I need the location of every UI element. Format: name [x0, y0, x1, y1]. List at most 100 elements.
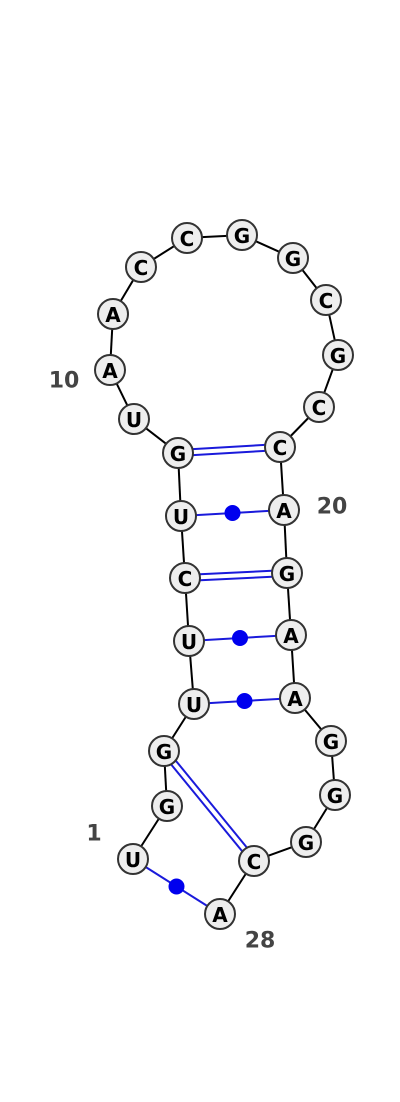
nucleotide-letter: C — [180, 227, 195, 251]
nucleotide-letter: G — [298, 831, 314, 855]
nucleotide-13: C — [171, 222, 203, 254]
backbone-link-2-3 — [163, 765, 168, 792]
backbone-link-4-5 — [189, 655, 194, 690]
nucleotide-7: U — [165, 500, 197, 532]
nucleotide-circle — [310, 284, 342, 316]
nucleotide-letter: C — [312, 396, 327, 420]
nucleotide-letter: U — [173, 505, 189, 529]
backbone-link-5-6 — [184, 592, 190, 627]
nucleotide-circle — [264, 431, 296, 463]
nucleotide-12: C — [125, 251, 157, 283]
wobble-dot — [236, 693, 253, 709]
pair-line-2 — [175, 760, 248, 849]
nucleotide-letter: C — [178, 567, 193, 591]
nucleotide-23: A — [279, 682, 311, 714]
nucleotide-1: U — [117, 843, 149, 875]
nucleotide-letter: A — [287, 687, 303, 711]
nucleotide-4: U — [178, 688, 210, 720]
nucleotide-letter: U — [126, 408, 142, 432]
backbone-link-14-15 — [255, 240, 280, 253]
nucleotide-circle — [151, 790, 183, 822]
nucleotide-circle — [169, 562, 201, 594]
nucleotide-10: A — [94, 354, 126, 386]
base-pair-5-22 — [203, 630, 277, 646]
nucleotide-circle — [178, 688, 210, 720]
nucleotide-circle — [319, 779, 351, 811]
nucleotide-19: C — [264, 431, 296, 463]
nucleotide-14: G — [226, 219, 258, 251]
nucleotide-2: G — [151, 790, 183, 822]
backbone-link-9-10 — [115, 383, 129, 406]
nucleotide-letter: G — [327, 784, 343, 808]
nucleotide-circle — [268, 494, 300, 526]
backbone-link-18-19 — [289, 417, 310, 437]
backbone-link-27-28 — [227, 873, 247, 902]
nucleotide-letter: G — [285, 247, 301, 271]
nucleotide-24: G — [315, 725, 347, 757]
backbone-link-10-11 — [109, 328, 114, 356]
nucleotide-11: A — [97, 298, 129, 330]
nucleotide-26: G — [290, 826, 322, 858]
wobble-dot — [168, 878, 185, 895]
base-pair-4-23 — [208, 693, 281, 709]
backbone-link-11-12 — [119, 279, 135, 302]
nucleotide-circle — [271, 557, 303, 589]
nucleotide-circle — [290, 826, 322, 858]
nucleotide-letter: G — [170, 442, 186, 466]
backbone-link-13-14 — [201, 234, 228, 239]
nucleotide-3: G — [148, 735, 180, 767]
backbone-link-15-16 — [301, 269, 318, 289]
nucleotide-28: A — [204, 898, 236, 930]
nucleotide-circle — [125, 251, 157, 283]
nucleotide-letter: C — [247, 850, 262, 874]
nucleotide-15: G — [277, 242, 309, 274]
nucleotide-9: U — [118, 403, 150, 435]
backbone-link-16-17 — [328, 314, 336, 341]
backbone-link-6-7 — [180, 530, 186, 564]
index-label-10: 10 — [49, 369, 80, 394]
nucleotide-letter: G — [156, 740, 172, 764]
nucleotide-letter: C — [134, 256, 149, 280]
backbone-link-24-25 — [331, 755, 335, 781]
nucleotide-circle — [117, 843, 149, 875]
nucleotide-letter: A — [212, 903, 228, 927]
nucleotide-circle — [277, 242, 309, 274]
index-label-20: 20 — [317, 495, 348, 520]
index-label-28: 28 — [245, 929, 276, 954]
nucleotide-20: A — [268, 494, 300, 526]
backbone-layer — [109, 234, 336, 902]
backbone-link-8-9 — [145, 427, 167, 445]
nucleotide-letter: A — [105, 303, 121, 327]
nucleotide-6: C — [169, 562, 201, 594]
backbone-link-12-13 — [153, 245, 175, 260]
backbone-link-23-24 — [303, 708, 323, 731]
nucleotide-circle — [148, 735, 180, 767]
nucleotide-circle — [322, 339, 354, 371]
nucleotide-letter: G — [159, 795, 175, 819]
base-pair-6-21 — [199, 569, 273, 582]
backbone-link-19-20 — [279, 461, 285, 496]
pair-line-1 — [170, 763, 243, 852]
backbone-link-1-2 — [140, 818, 160, 847]
backbone-link-25-26 — [313, 807, 328, 830]
nucleotide-circle — [279, 682, 311, 714]
backbone-link-7-8 — [177, 467, 182, 502]
pair-line-2 — [192, 443, 265, 451]
nucleotide-letter: C — [319, 289, 334, 313]
nucleotide-circle — [226, 219, 258, 251]
pair-line-2 — [199, 569, 272, 576]
nucleotide-circle — [173, 625, 205, 657]
base-pair-3-27 — [170, 760, 248, 852]
nucleotide-circle — [275, 619, 307, 651]
nucleotide-letter: U — [181, 630, 197, 654]
nucleotide-27: C — [238, 845, 270, 877]
nucleotide-circle — [118, 403, 150, 435]
nucleotide-circle — [162, 437, 194, 469]
nucleotide-circle — [94, 354, 126, 386]
nucleotide-8: G — [162, 437, 194, 469]
nucleotide-21: G — [271, 557, 303, 589]
nucleotide-circle — [97, 298, 129, 330]
wobble-dot — [224, 505, 241, 521]
